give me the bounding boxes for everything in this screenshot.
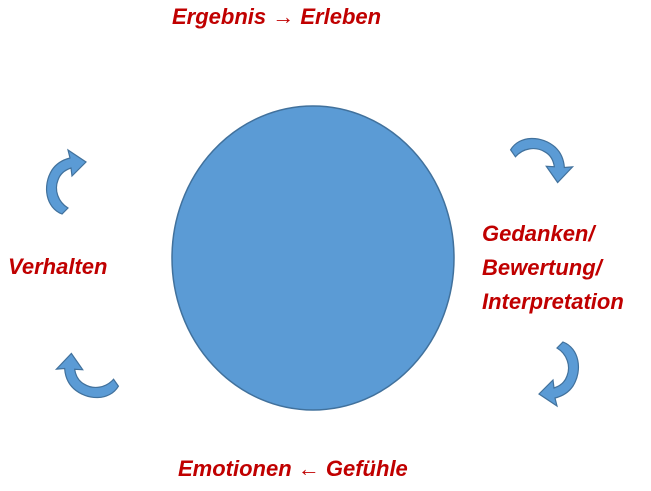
label-result-experience: Ergebnis → Erleben <box>172 4 382 29</box>
curved-arrow-icon <box>505 134 577 186</box>
label-thoughts-line-2: Bewertung/ <box>482 255 602 280</box>
label-thoughts-line-1: Gedanken/ <box>482 221 595 246</box>
central-circle <box>171 105 455 411</box>
label-emotions: Emotionen ← Gefühle <box>178 456 408 481</box>
label-thoughts: Gedanken/ Bewertung/ Interpretation <box>482 217 624 319</box>
curved-arrow-icon <box>538 341 580 407</box>
curved-arrow-icon <box>52 350 124 402</box>
label-behavior: Verhalten <box>8 254 108 279</box>
curved-arrow-icon <box>45 149 87 215</box>
label-thoughts-line-3: Interpretation <box>482 289 624 314</box>
